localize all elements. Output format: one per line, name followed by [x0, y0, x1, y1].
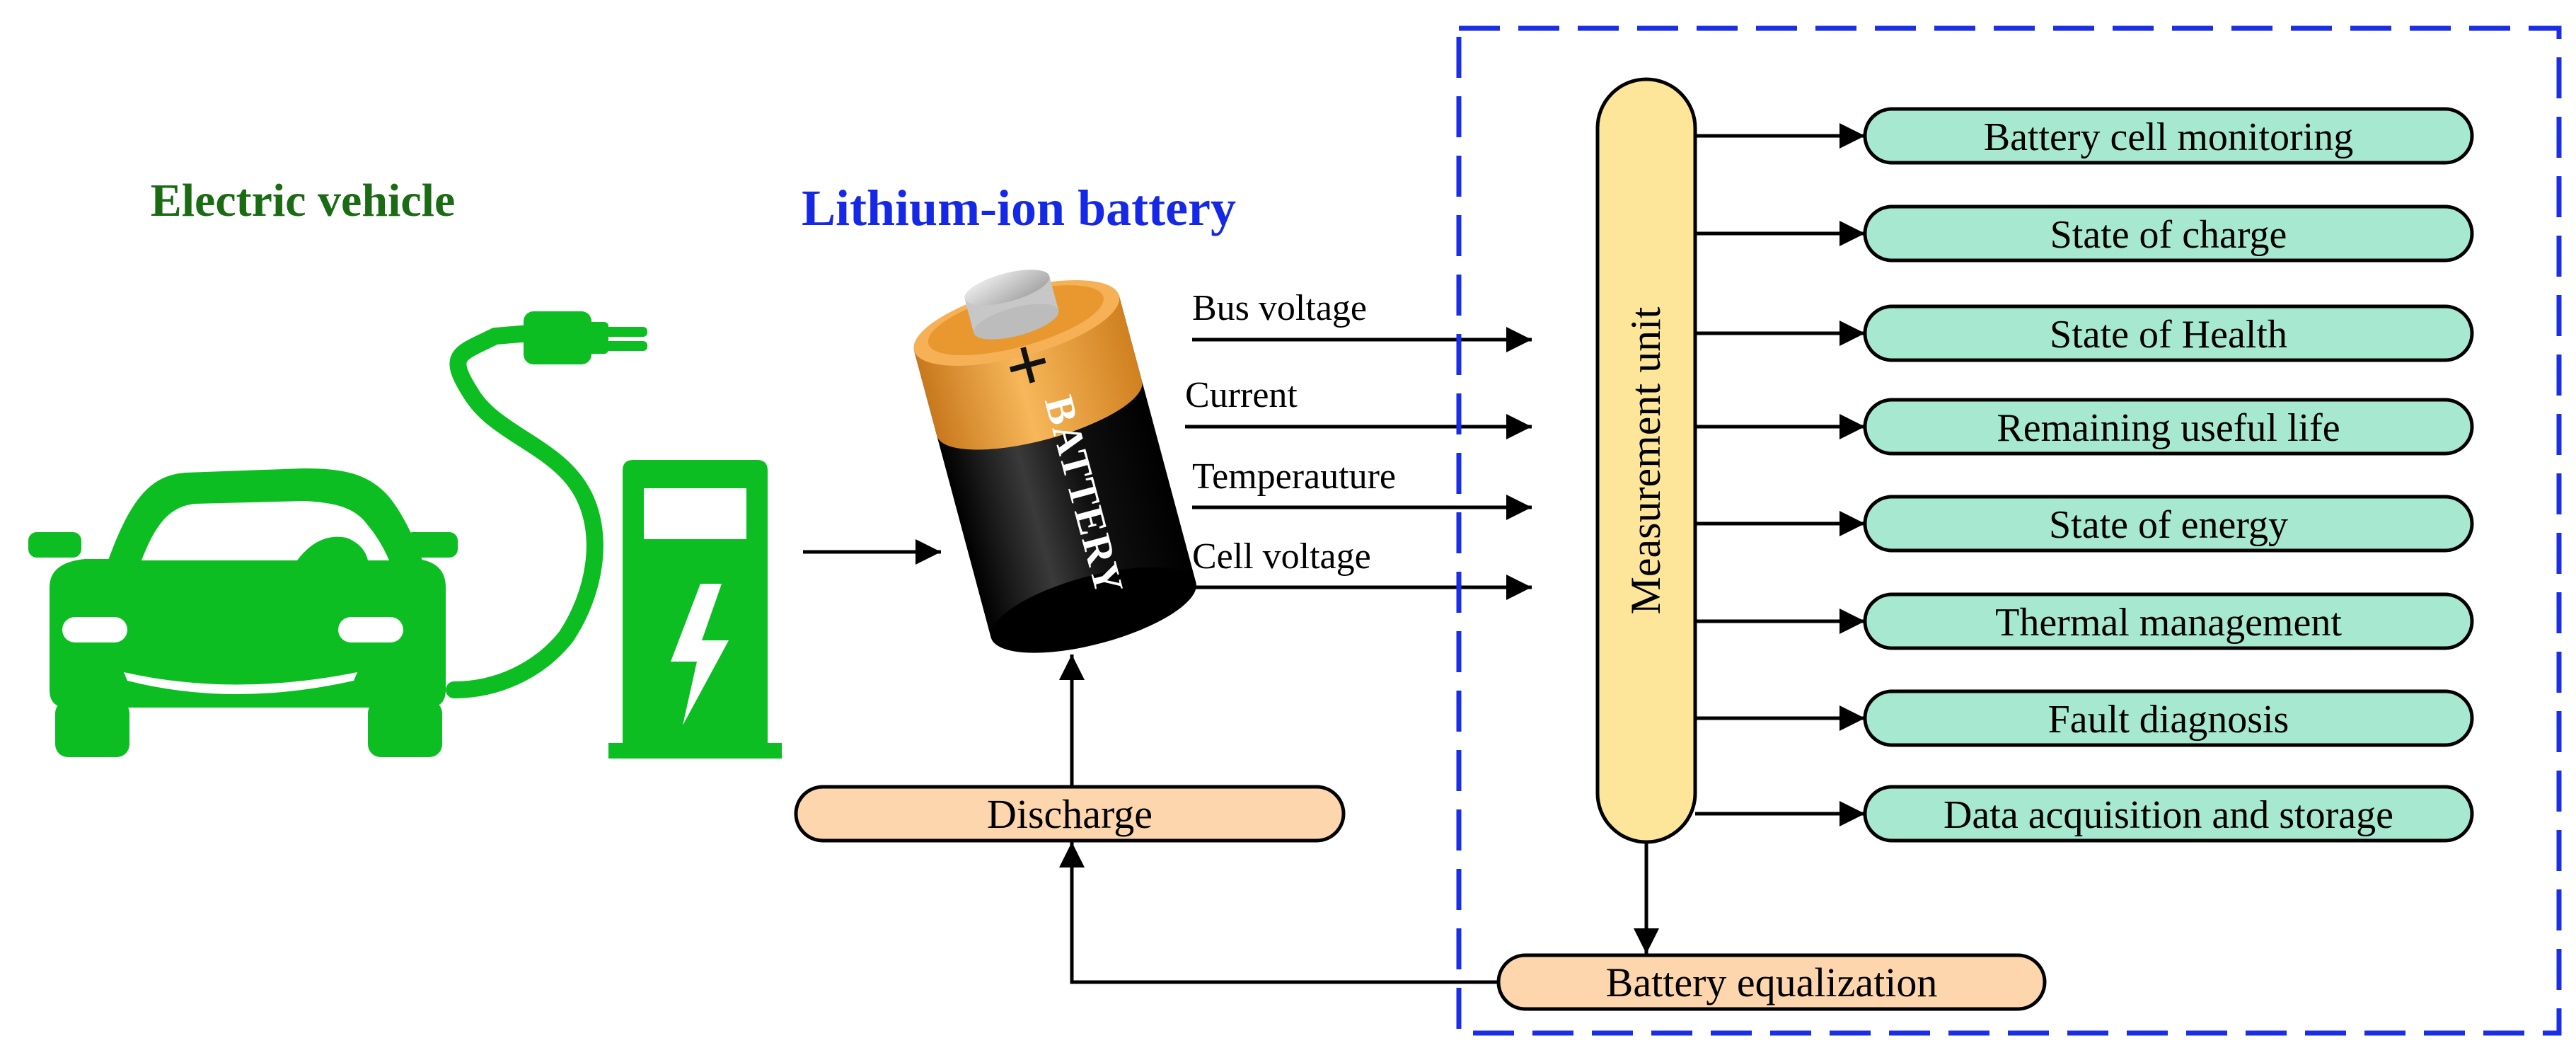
svg-text:State of energy: State of energy [2049, 503, 2288, 547]
car-steering-hint [297, 536, 368, 560]
lightning-bolt-icon [671, 584, 729, 725]
electric-vehicle-title: Electric vehicle [151, 175, 456, 226]
svg-text:Data acquisition and storage: Data acquisition and storage [1943, 793, 2393, 837]
svg-text:Remaining useful life: Remaining useful life [1997, 406, 2340, 450]
charging-station-icon [608, 460, 782, 759]
lithium-battery-title: Lithium-ion battery [802, 180, 1236, 236]
svg-text:Battery cell monitoring: Battery cell monitoring [1984, 115, 2354, 159]
function-arrows [1695, 123, 1865, 826]
svg-text:Fault diagnosis: Fault diagnosis [2048, 698, 2289, 742]
measurement-unit-label: Measurement unit [1622, 306, 1669, 614]
car-headlight-right [338, 617, 403, 642]
discharge-label: Discharge [987, 791, 1153, 837]
function-box-state-of-charge: State of charge [1863, 204, 2474, 263]
battery-equalization-label: Battery equalization [1606, 959, 1938, 1005]
input-current: Current [1185, 375, 1298, 415]
battery-icon: + BATTERY [913, 270, 1196, 653]
svg-text:State of charge: State of charge [2050, 213, 2287, 257]
svg-text:State of Health: State of Health [2050, 313, 2287, 357]
plug-cable-icon [446, 324, 603, 698]
function-box-state-of-health: State of Health [1863, 304, 2474, 362]
function-box-data-acquisition: Data acquisition and storage [1863, 785, 2474, 843]
function-box-state-of-energy: State of energy [1863, 495, 2474, 553]
equalization-to-discharge-arrow [1059, 842, 1498, 984]
bms-dashed-boundary [1456, 25, 2562, 1036]
input-temperature: Temperauture [1192, 456, 1396, 497]
function-box-battery-cell-monitoring: Battery cell monitoring [1863, 107, 2474, 165]
input-cell-voltage: Cell voltage [1192, 536, 1371, 577]
function-box-thermal-management: Thermal management [1863, 592, 2474, 650]
discharge-box [794, 785, 1346, 843]
plug-head-icon [524, 311, 647, 364]
input-bus-voltage: Bus voltage [1192, 288, 1367, 328]
function-box-remaining-useful-life: Remaining useful life [1863, 398, 2474, 456]
function-box-fault-diagnosis: Fault diagnosis [1863, 689, 2474, 747]
function-boxes: Battery cell monitoring State of charge … [1863, 107, 2474, 843]
svg-text:Thermal management: Thermal management [1995, 601, 2342, 645]
input-signals: Bus voltage Current Temperauture Cell vo… [1185, 288, 1532, 600]
car-headlight-left [62, 617, 127, 642]
car-grille [124, 672, 357, 694]
